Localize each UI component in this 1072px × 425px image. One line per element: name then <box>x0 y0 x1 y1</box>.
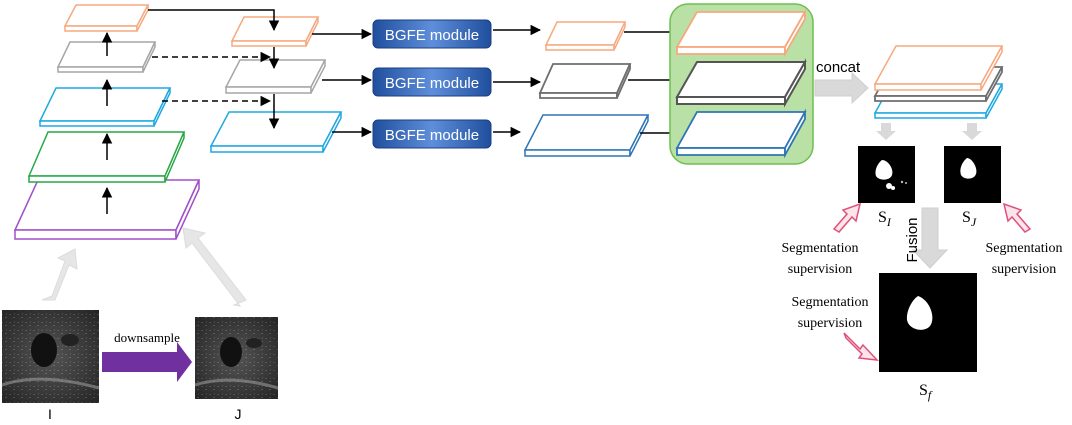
supervision-right-line1: Segmentation <box>986 241 1063 256</box>
input-j-label: J <box>235 406 242 422</box>
refined-layer-blue <box>523 114 650 151</box>
upsampled-layer-blue <box>675 111 807 149</box>
supervision-left-line1: Segmentation <box>782 241 859 256</box>
supervision-bottom-arrow <box>843 332 879 361</box>
input-image-j: J <box>194 317 279 422</box>
output-s-j: SJ <box>944 146 1001 229</box>
svg-text:SJ: SJ <box>962 209 977 229</box>
svg-text:Sf: Sf <box>919 382 933 402</box>
bgfe-module-3: BGFE module <box>372 119 492 149</box>
skip-connections <box>148 9 280 107</box>
supervision-left: Segmentation supervision <box>782 202 862 277</box>
svg-text:SI: SI <box>878 209 892 229</box>
output-s-f: Sf <box>879 273 977 402</box>
s-i-base: S <box>878 209 887 226</box>
upsampled-layer-gray <box>675 61 807 98</box>
decoder-layer-cyan <box>209 111 343 147</box>
input-image-i: I <box>1 310 100 422</box>
fusion-arrow <box>911 207 949 269</box>
refined-features <box>523 21 650 157</box>
bgfe-module-1: BGFE module <box>372 19 492 49</box>
supervision-left-arrow <box>832 202 862 233</box>
encoder-layer-cyan <box>38 87 172 122</box>
upsampled-features-box <box>669 3 814 165</box>
bgfe-module-2: BGFE module <box>372 67 492 97</box>
supervision-right: Segmentation supervision <box>986 202 1063 277</box>
bgfe-module-3-label: BGFE module <box>385 127 479 144</box>
refined-layer-gray <box>538 63 632 94</box>
supervision-bottom: Segmentation supervision <box>792 295 879 361</box>
supervision-right-line2: supervision <box>992 262 1057 277</box>
refined-layer-orange <box>544 21 627 46</box>
concat-arrow <box>814 71 869 105</box>
decoder-stack <box>209 16 343 153</box>
s-f-sub: f <box>928 388 933 402</box>
concat-label: concat <box>816 59 861 76</box>
s-f-base: S <box>919 382 928 399</box>
s-j-sub: J <box>971 215 977 229</box>
supervision-left-line2: supervision <box>788 262 853 277</box>
decoder-layer-orange <box>230 16 320 42</box>
encoder-layer-orange <box>63 4 150 27</box>
concat-stack <box>873 45 1004 119</box>
supervision-bottom-line1: Segmentation <box>792 295 869 310</box>
output-s-i: SI <box>858 146 915 229</box>
input-i-label: I <box>48 406 52 422</box>
supervision-right-arrow <box>1002 202 1032 233</box>
supervision-bottom-line2: supervision <box>798 316 863 331</box>
decoder-layer-gray <box>224 59 327 88</box>
encoder-stack <box>13 4 201 240</box>
s-j-base: S <box>962 209 971 226</box>
input-j-arrow <box>182 227 247 307</box>
upsampled-layer-orange <box>675 11 807 48</box>
downsample-label: downsample <box>114 330 180 345</box>
s-i-sub: I <box>886 215 892 229</box>
bgfe-module-1-label: BGFE module <box>385 27 479 44</box>
downsample-arrow <box>102 342 192 382</box>
input-i-arrow <box>41 248 78 301</box>
fusion-label: Fusion <box>904 217 921 262</box>
bgfe-module-2-label: BGFE module <box>385 75 479 92</box>
